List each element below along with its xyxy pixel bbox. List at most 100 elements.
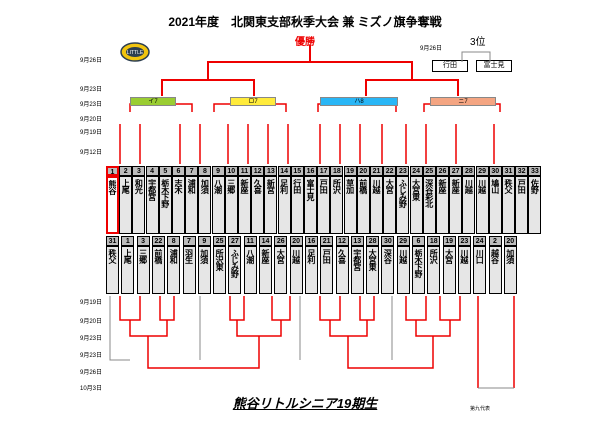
- bottom-team-number-10: 11: [243, 236, 257, 246]
- bottom-team-name-21: 栃木下野: [412, 246, 425, 294]
- bottom-note: 第九代表: [470, 406, 491, 412]
- date-bottom-4: 9月23日: [80, 353, 103, 359]
- top-team-name-27: 新座: [449, 176, 463, 234]
- team-logo: LITTLE: [120, 42, 150, 62]
- top-team-number-4: 4: [145, 166, 159, 176]
- top-team-name-28: 川越: [462, 176, 476, 234]
- top-team-name-29: 川越: [475, 176, 489, 234]
- page-title: 2021年度 北関東支部秋季大会 兼 ミズノ旗争奪戦: [168, 15, 442, 29]
- date-top-3: 9月23日: [80, 102, 103, 108]
- group-label-a7: イ7: [130, 97, 176, 106]
- bottom-team-name-23: 大宮: [442, 246, 456, 294]
- third-place-label: 3位: [470, 37, 486, 48]
- top-team-number-20: 20: [356, 166, 370, 176]
- bottom-team-name-3: 三郷: [136, 246, 150, 294]
- top-team-number-21: 21: [370, 166, 383, 176]
- svg-text:LITTLE: LITTLE: [127, 50, 144, 56]
- bottom-team-name-16: 久喜: [335, 246, 349, 294]
- top-team-name-3: 和光: [132, 176, 146, 234]
- top-team-name-9: 八潮: [211, 176, 225, 234]
- top-team-number-5: 5: [158, 166, 172, 176]
- date-top-4: 9月20日: [80, 117, 103, 123]
- bottom-team-number-8: 25: [213, 236, 227, 246]
- bottom-team-number-13: 20: [289, 236, 303, 246]
- top-team-name-13: 新宮: [264, 176, 278, 234]
- top-team-name-33: 佐野: [528, 176, 542, 234]
- top-team-number-32: 32: [515, 166, 529, 176]
- third-place-team-b: 富士見: [476, 60, 512, 72]
- top-team-name-19: 草加: [343, 176, 357, 234]
- bottom-team-name-11: 新座: [259, 246, 272, 294]
- bottom-team-name-8: 所沢東: [213, 246, 227, 294]
- bottom-team-name-25: 川口: [473, 246, 487, 294]
- top-team-number-29: 29: [475, 166, 489, 176]
- top-team-name-4: 宇都宮: [145, 176, 159, 234]
- top-team-number-3: 3: [132, 166, 146, 176]
- bottom-team-name-5: 浦和: [167, 246, 181, 294]
- top-team-name-7: 浦和: [185, 176, 199, 234]
- bottom-team-number-19: 30: [381, 236, 395, 246]
- bottom-team-number-24: 23: [457, 236, 471, 246]
- top-team-name-10: 三郷: [224, 176, 238, 234]
- date-bottom-3: 9月23日: [80, 336, 103, 342]
- third-place-date: 9月26日: [420, 46, 443, 52]
- bottom-team-number-14: 16: [304, 236, 318, 246]
- top-team-number-28: 28: [462, 166, 476, 176]
- bottom-team-number-9: 27: [228, 236, 242, 246]
- top-team-name-11: 新座: [238, 176, 251, 234]
- top-team-number-19: 19: [343, 166, 357, 176]
- top-team-number-31: 31: [502, 166, 515, 176]
- date-top-5: 9月19日: [80, 130, 103, 136]
- bottom-team-name-13: 川越: [289, 246, 303, 294]
- top-team-number-12: 12: [251, 166, 265, 176]
- bottom-team-name-10: 八潮: [243, 246, 257, 294]
- top-team-name-22: 大宮: [383, 176, 397, 234]
- top-team-name-6: 志木: [172, 176, 185, 234]
- bottom-team-number-1: 31: [106, 236, 119, 246]
- bottom-team-name-12: 大宮: [274, 246, 288, 294]
- top-team-name-26: 新座: [436, 176, 449, 234]
- bottom-team-number-22: 18: [427, 236, 441, 246]
- footer-title: 熊谷リトルシニア19期生: [232, 396, 378, 411]
- bottom-team-number-11: 14: [259, 236, 272, 246]
- top-team-name-25: 深谷彩北: [422, 176, 436, 234]
- top-team-number-27: 27: [449, 166, 463, 176]
- bottom-team-number-4: 22: [151, 236, 165, 246]
- bottom-team-name-6: 羽生: [182, 246, 196, 294]
- top-team-name-24: 大宮東: [409, 176, 423, 234]
- bottom-team-name-15: 戸田: [320, 246, 334, 294]
- top-team-number-18: 18: [330, 166, 344, 176]
- top-team-name-21: 川越: [370, 176, 383, 234]
- date-top-1: 9月26日: [80, 58, 103, 64]
- group-label-h8: ハ8: [320, 97, 398, 106]
- top-team-number-33: 33: [528, 166, 542, 176]
- top-team-name-32: 戸田: [515, 176, 529, 234]
- bottom-team-number-23: 19: [442, 236, 456, 246]
- top-team-number-30: 30: [488, 166, 502, 176]
- top-team-name-31: 秩父: [502, 176, 515, 234]
- top-team-name-5: 栃木下野: [158, 176, 172, 234]
- bottom-team-name-18: 大宮東: [366, 246, 380, 294]
- bottom-team-name-26: 越谷: [488, 246, 502, 294]
- bottom-team-name-2: 上尾: [121, 246, 135, 294]
- bottom-team-number-17: 13: [350, 236, 364, 246]
- group-label-e7: ニ7: [430, 97, 496, 106]
- top-team-number-13: 13: [264, 166, 278, 176]
- date-bottom-6: 10月3日: [80, 386, 103, 392]
- top-team-number-9: 9: [211, 166, 225, 176]
- bottom-team-name-22: 所沢: [427, 246, 441, 294]
- bottom-team-number-21: 6: [412, 236, 425, 246]
- top-team-number-22: 22: [383, 166, 397, 176]
- date-bottom-2: 9月20日: [80, 319, 103, 325]
- bottom-team-number-3: 3: [136, 236, 150, 246]
- top-team-number-7: 7: [185, 166, 199, 176]
- top-team-name-2: 上尾: [119, 176, 133, 234]
- third-place-team-a: 行田: [432, 60, 468, 72]
- bottom-team-number-7: 9: [197, 236, 211, 246]
- top-team-number-6: 6: [172, 166, 185, 176]
- top-team-number-15: 15: [290, 166, 304, 176]
- bottom-team-name-20: 川越: [396, 246, 410, 294]
- top-team-name-8: 加須: [198, 176, 212, 234]
- top-team-number-11: 11: [238, 166, 251, 176]
